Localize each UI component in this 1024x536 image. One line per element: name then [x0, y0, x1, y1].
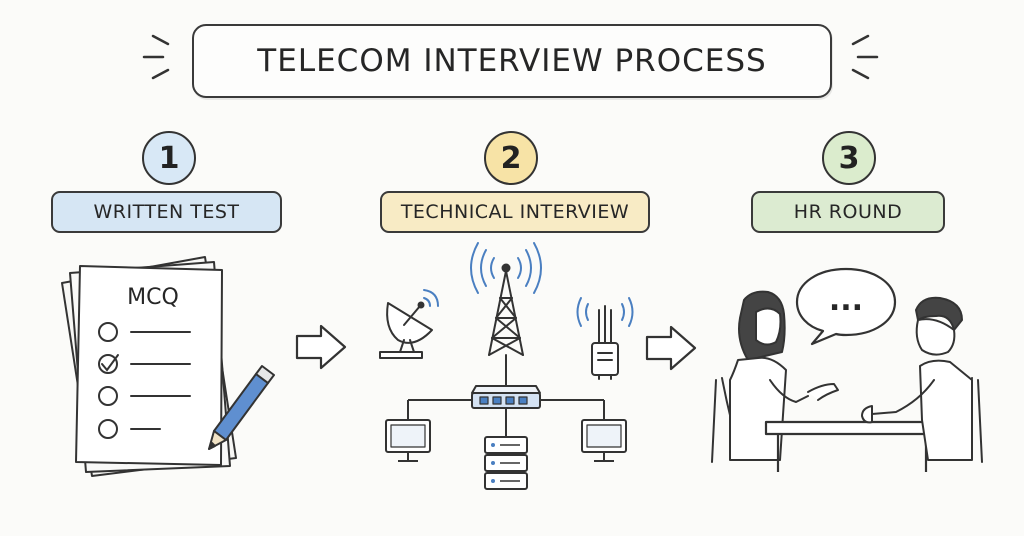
title-accent-left — [142, 34, 170, 80]
stage-2-label-text: TECHNICAL INTERVIEW — [400, 201, 630, 223]
stage-3-number: 3 — [838, 140, 860, 176]
stage-3-label-text: HR ROUND — [793, 201, 903, 223]
dish-signal-icon — [423, 289, 439, 307]
speech-bubble-icon — [795, 267, 897, 346]
option-circle-1 — [98, 322, 118, 342]
title-box: TELECOM INTERVIEW PROCESS — [192, 24, 832, 98]
stage-3-label: HR ROUND — [751, 191, 945, 233]
mcq-options — [98, 322, 191, 439]
stage-2-badge: 2 — [484, 131, 538, 185]
option-circle-3 — [98, 386, 118, 406]
stage-1-badge: 1 — [142, 131, 196, 185]
man-interviewer — [861, 296, 973, 461]
stage-2-number: 2 — [500, 140, 522, 176]
stage-3-badge: 3 — [822, 131, 876, 185]
check-icon — [101, 354, 119, 372]
network-links — [407, 399, 605, 437]
page-title: TELECOM INTERVIEW PROCESS — [257, 43, 767, 79]
table — [764, 420, 940, 472]
router-signal-icon — [576, 297, 634, 327]
cell-tower-icon — [488, 263, 524, 393]
server-icon — [484, 436, 528, 490]
monitor-right-icon — [581, 419, 627, 462]
arrow-2-icon — [645, 325, 697, 371]
arrow-1-icon — [295, 324, 347, 370]
router-icon — [591, 305, 619, 380]
satellite-dish-icon — [379, 301, 433, 359]
option-circle-2-checked — [98, 354, 118, 374]
speech-text: ... — [829, 283, 863, 318]
pencil-icon — [208, 365, 275, 450]
tower-signal-icon — [470, 242, 542, 294]
stage-1-label: WRITTEN TEST — [51, 191, 282, 233]
stage-1-number: 1 — [158, 140, 180, 176]
title-accent-right — [851, 34, 879, 80]
monitor-left-icon — [385, 419, 431, 462]
stage-2-label: TECHNICAL INTERVIEW — [380, 191, 650, 233]
network-switch-icon — [471, 385, 541, 409]
mcq-heading: MCQ — [127, 285, 179, 310]
option-circle-4 — [98, 419, 118, 439]
stage-1-label-text: WRITTEN TEST — [93, 201, 240, 223]
